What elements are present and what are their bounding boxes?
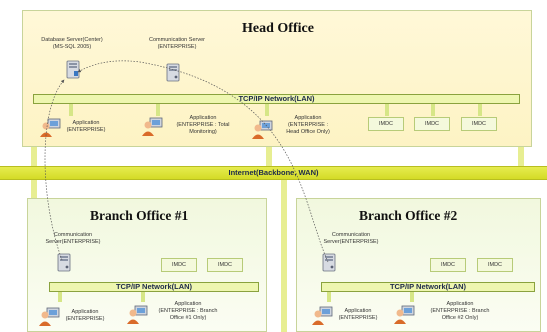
communication-server-label: Communication Server(ENTERPRISE)	[45, 232, 101, 245]
imdc-node[interactable]: IMDC	[414, 117, 450, 131]
application-label: Application (ENTERPRISE)	[66, 120, 106, 133]
application-label: Application (ENTERPRISE)	[338, 308, 378, 321]
application-client-icon[interactable]	[311, 306, 333, 326]
branch-office-1-panel: Branch Office #1 Communication Server(EN…	[27, 198, 267, 332]
backbone-link-center	[281, 180, 287, 332]
application-client-icon[interactable]	[393, 305, 415, 325]
lan-stub	[156, 104, 160, 116]
communication-server-label: Communication Server(ENTERPRISE)	[323, 232, 379, 245]
lan-stub	[69, 104, 73, 116]
imdc-node[interactable]: IMDC	[430, 258, 466, 272]
lan-stub	[478, 104, 482, 116]
sync-link-branch2	[77, 60, 329, 263]
head-office-panel: Head Office Database Server(Center) (MS-…	[22, 10, 532, 147]
wan-backbone-bar: Internet(Backbone, WAN)	[0, 166, 547, 180]
database-server-label: Database Server(Center) (MS-SQL 2005)	[41, 37, 103, 50]
lan-stub	[265, 104, 269, 116]
lan-stub	[58, 292, 62, 302]
application-client-icon[interactable]	[126, 305, 148, 325]
application-client-icon[interactable]	[39, 118, 61, 138]
application-client-icon[interactable]	[38, 307, 60, 327]
branch-office-2-title: Branch Office #2	[359, 208, 458, 223]
application-label: Application (ENTERPRISE)	[65, 309, 105, 322]
head-office-title: Head Office	[242, 21, 314, 36]
imdc-node[interactable]: IMDC	[477, 258, 513, 272]
imdc-node[interactable]: IMDC	[368, 117, 404, 131]
lan-stub	[327, 292, 331, 302]
lan-stub	[431, 104, 435, 116]
application-label: Application (ENTERPRISE : Branch Office …	[430, 301, 490, 321]
communication-server-icon[interactable]	[56, 253, 72, 273]
imdc-node[interactable]: IMDC	[161, 258, 197, 272]
lan-stub	[141, 292, 145, 302]
head-lan-bar: TCP/IP Network(LAN)	[33, 94, 520, 104]
backbone-link-head	[266, 145, 272, 167]
application-label: Application (ENTERPRISE : Total Monitori…	[176, 115, 230, 135]
communication-server-label: Communication Server (ENTERPRISE)	[149, 37, 205, 50]
imdc-node[interactable]: IMDC	[461, 117, 497, 131]
backbone-link-right	[518, 145, 524, 167]
lan-stub	[410, 292, 414, 302]
branch-2-lan-bar: TCP/IP Network(LAN)	[321, 282, 535, 292]
lan-stub	[385, 104, 389, 116]
communication-server-icon[interactable]	[165, 63, 181, 83]
application-client-icon[interactable]	[141, 117, 163, 137]
sync-link-branch1	[44, 79, 65, 261]
branch-1-lan-bar: TCP/IP Network(LAN)	[49, 282, 259, 292]
branch-office-1-title: Branch Office #1	[90, 208, 189, 223]
imdc-node[interactable]: IMDC	[207, 258, 243, 272]
branch-office-2-panel: Branch Office #2 Communication Server(EN…	[296, 198, 541, 332]
application-label: Application (ENTERPRISE : Head Office On…	[286, 115, 330, 135]
application-label: Application (ENTERPRISE : Branch Office …	[158, 301, 218, 321]
